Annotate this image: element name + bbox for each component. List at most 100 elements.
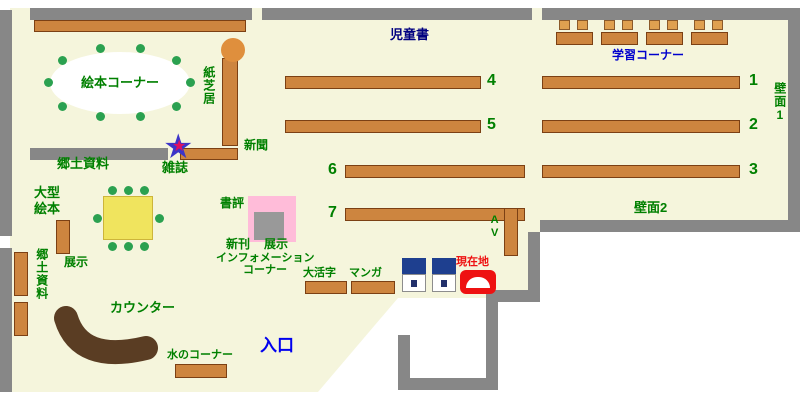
shelf-local-materials-2 [14, 302, 28, 336]
study-chair [559, 20, 570, 30]
area-label-study-corner: 学習コーナー [612, 48, 685, 62]
chair-dot [172, 56, 181, 65]
study-desk [556, 32, 593, 45]
shelf-display-left [56, 220, 70, 254]
area-label-magazine: 雑誌 [162, 160, 189, 175]
shelf-number-5: 5 [487, 116, 496, 133]
area-label-wall-1: 壁面1 [772, 82, 787, 123]
chair-dot [140, 186, 149, 195]
area-label-large-picture-books-2: 絵本 [34, 201, 61, 216]
wall-segment [398, 335, 410, 385]
study-chair [712, 20, 723, 30]
area-label-new-books: 新刊 [226, 237, 251, 251]
area-label-newspaper: 新聞 [244, 138, 269, 152]
entrance-label: 入口 [260, 336, 294, 355]
shelf-row-7 [345, 208, 525, 221]
chair-dot [108, 242, 117, 251]
reading-table [103, 196, 153, 240]
area-label-av: AV [488, 214, 501, 240]
study-chair [694, 20, 705, 30]
wall-segment [0, 10, 12, 236]
wall-segment [528, 232, 540, 300]
study-chair [604, 20, 615, 30]
new-book-display-stand [254, 212, 284, 240]
area-label-information-1: インフォメーション [216, 252, 315, 264]
area-label-local-materials-left: 郷土資料 [34, 248, 49, 300]
kiosk-knob [441, 280, 447, 287]
shelf-picture-books-top [34, 20, 246, 32]
wall-segment [486, 302, 498, 390]
wall-segment [398, 378, 498, 390]
chair-dot [136, 112, 145, 121]
wall-segment [30, 148, 168, 160]
chair-dot [58, 102, 67, 111]
wall-segment [788, 8, 800, 232]
study-chair [667, 20, 678, 30]
area-label-large-picture-books-1: 大型 [34, 185, 61, 200]
chair-dot [58, 56, 67, 65]
chair-dot [108, 186, 117, 195]
chair-dot [44, 78, 53, 87]
chair-dot [124, 242, 133, 251]
area-label-childrens-books: 児童書 [390, 27, 430, 42]
study-chair [622, 20, 633, 30]
current-location-marker-arch [466, 277, 490, 288]
area-label-book-review: 書評 [220, 196, 245, 210]
counter-desk [54, 306, 158, 365]
chair-dot [136, 44, 145, 53]
area-label-local-materials: 郷土資料 [57, 156, 110, 171]
area-label-kamishibai: 紙芝居 [201, 66, 216, 105]
shelf-row-5 [285, 120, 481, 133]
shelf-number-1: 1 [749, 72, 758, 89]
wall-segment [486, 290, 540, 302]
shelf-kamishibai [222, 58, 238, 146]
kiosk-knob [411, 280, 417, 287]
shelf-newspaper [180, 148, 238, 160]
magazine-star-marker: ★ ★ [163, 130, 193, 164]
kiosk-machine-1 [402, 258, 426, 274]
star-inner-icon: ★ [172, 138, 187, 155]
chair-dot [172, 102, 181, 111]
area-label-display-left: 展示 [64, 255, 89, 269]
shelf-number-6: 6 [328, 161, 337, 178]
shelf-large-print [305, 281, 347, 294]
study-chair [577, 20, 588, 30]
kiosk-machine-2 [432, 258, 456, 274]
area-label-large-print: 大活字 [303, 267, 336, 279]
wall-segment [30, 8, 252, 20]
study-chair [649, 20, 660, 30]
shelf-row-1 [542, 76, 740, 89]
shelf-row-6 [345, 165, 525, 178]
area-label-manga: マンガ [349, 267, 382, 279]
wall-segment [540, 220, 790, 232]
floor [10, 8, 790, 392]
area-label-display-center: 展示 [264, 237, 289, 251]
shelf-local-materials-1 [14, 252, 28, 296]
chair-dot [124, 186, 133, 195]
shelf-av [504, 208, 518, 256]
area-label-information-2: コーナー [243, 264, 287, 276]
wall-segment [262, 8, 532, 20]
shelf-number-3: 3 [749, 161, 758, 178]
area-label-wall-2: 壁面2 [634, 200, 668, 215]
shelf-number-2: 2 [749, 116, 758, 133]
wall-segment [542, 8, 788, 20]
current-location-label: 現在地 [456, 256, 489, 268]
area-label-picture-book-corner: 絵本コーナー [80, 75, 159, 90]
study-desk [646, 32, 683, 45]
shelf-number-4: 4 [487, 72, 496, 89]
wall-segment [0, 248, 12, 392]
kamishibai-table [221, 38, 245, 62]
chair-dot [155, 214, 164, 223]
picture-book-oval [50, 52, 190, 114]
shelf-row-2 [542, 120, 740, 133]
area-label-counter: カウンター [110, 300, 176, 315]
star-outer-icon: ★ [163, 128, 194, 166]
chair-dot [96, 112, 105, 121]
chair-dot [93, 214, 102, 223]
shelf-number-7: 7 [328, 204, 337, 221]
study-desk [691, 32, 728, 45]
shelf-row-3 [542, 165, 740, 178]
